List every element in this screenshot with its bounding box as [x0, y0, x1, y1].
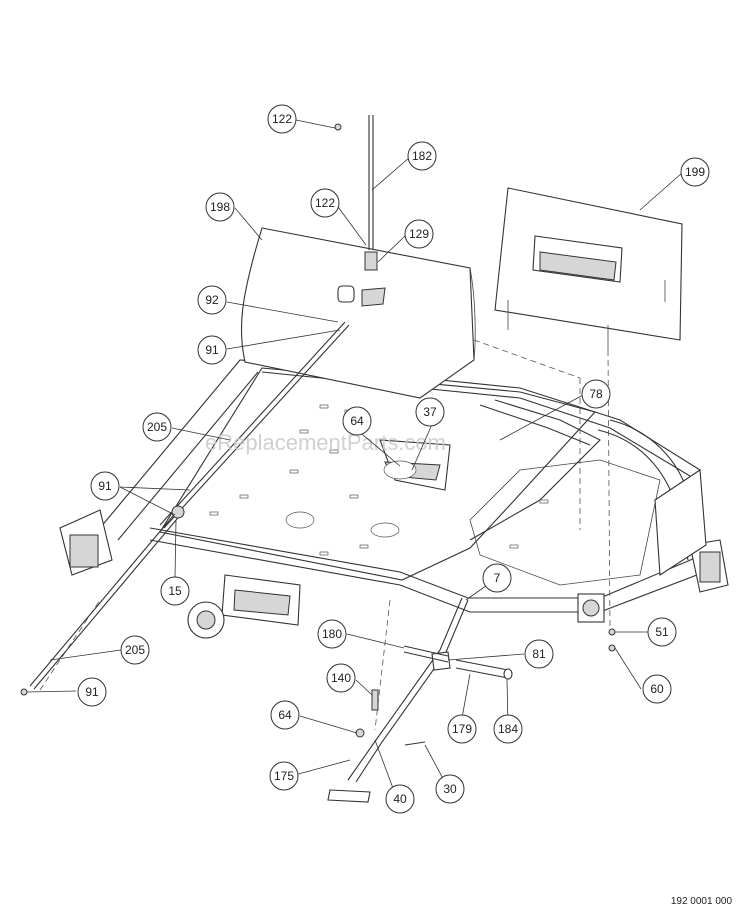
chassis-frame: [59, 359, 729, 623]
callout-91-upper: 91: [197, 335, 227, 365]
svg-text:91: 91: [85, 685, 99, 699]
callout-37: 37: [415, 397, 445, 427]
svg-text:91: 91: [98, 479, 112, 493]
svg-text:15: 15: [168, 584, 182, 598]
svg-text:205: 205: [125, 643, 145, 657]
drawing-number: 192 0001 000: [670, 896, 732, 907]
cover-199: [494, 187, 683, 350]
callout-7: 7: [482, 563, 512, 593]
callout-60: 60: [642, 674, 672, 704]
svg-text:205: 205: [147, 420, 167, 434]
callout-81: 81: [524, 639, 554, 669]
callout-205-upper: 205: [142, 412, 172, 442]
svg-text:92: 92: [205, 293, 219, 307]
svg-text:81: 81: [532, 647, 546, 661]
rod-182: [364, 115, 378, 271]
tank-198: [240, 227, 476, 399]
svg-text:182: 182: [412, 149, 432, 163]
svg-text:51: 51: [655, 625, 669, 639]
svg-text:199: 199: [685, 165, 705, 179]
callout-122-top: 122: [267, 104, 297, 134]
callout-184: 184: [493, 714, 523, 744]
svg-text:129: 129: [409, 227, 429, 241]
svg-text:198: 198: [210, 200, 230, 214]
callout-179: 179: [447, 714, 477, 744]
svg-text:179: 179: [452, 722, 472, 736]
svg-text:30: 30: [443, 782, 457, 796]
rod-205-upper: [159, 321, 350, 529]
callout-51: 51: [647, 617, 677, 647]
svg-text:7: 7: [494, 571, 501, 585]
callout-140: 140: [326, 663, 356, 693]
callout-40: 40: [385, 784, 415, 814]
rod-205-lower: [29, 505, 185, 690]
leader-lines: [26, 119, 683, 800]
callout-78: 78: [581, 379, 611, 409]
svg-text:64: 64: [350, 414, 364, 428]
callout-122-mid: 122: [310, 188, 340, 218]
tube-179-180: [403, 645, 513, 680]
callout-15: 15: [160, 576, 190, 606]
callout-205-lower: 205: [120, 635, 150, 665]
callout-129: 129: [404, 219, 434, 249]
svg-text:180: 180: [322, 627, 342, 641]
callout-180: 180: [317, 619, 347, 649]
svg-text:91: 91: [205, 343, 219, 357]
callout-199: 199: [680, 157, 710, 187]
svg-text:64: 64: [278, 708, 292, 722]
svg-text:140: 140: [331, 671, 351, 685]
callout-30: 30: [435, 774, 465, 804]
pedal-lever-175: [327, 597, 469, 803]
watermark: eReplacementParts.com: [205, 430, 446, 455]
callout-198: 198: [205, 192, 235, 222]
callout-91-left: 91: [90, 471, 120, 501]
svg-text:60: 60: [650, 682, 664, 696]
small-hardware: [20, 123, 616, 746]
callout-64-lower: 64: [270, 700, 300, 730]
svg-text:37: 37: [423, 405, 437, 419]
svg-text:184: 184: [498, 722, 518, 736]
callout-92: 92: [197, 285, 227, 315]
svg-text:40: 40: [393, 792, 407, 806]
callout-182: 182: [407, 141, 437, 171]
svg-text:122: 122: [272, 112, 292, 126]
svg-text:122: 122: [315, 196, 335, 210]
svg-text:175: 175: [274, 769, 294, 783]
callout-64-upper: 64: [342, 406, 372, 436]
callout-91-bottom: 91: [77, 677, 107, 707]
svg-text:78: 78: [589, 387, 603, 401]
callout-175: 175: [269, 761, 299, 791]
hub-assembly: [187, 574, 301, 639]
